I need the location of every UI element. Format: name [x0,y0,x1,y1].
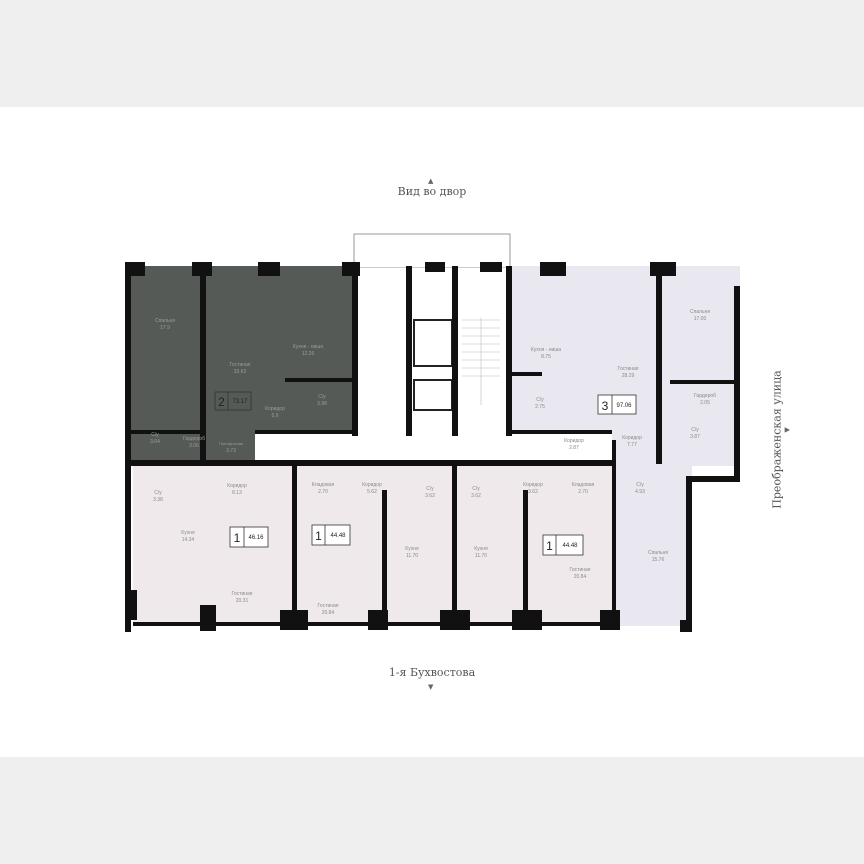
room-name: Гардероб [694,393,716,399]
room-area: 20.84 [574,574,587,580]
room-name: С/у [536,397,544,403]
room-name: Кухня [405,546,419,552]
room-name: Кухня - ниша [293,344,323,350]
room-area: 14.34 [182,537,195,543]
room-area: 3.06 [189,443,199,449]
apartment-1b-badge[interactable]: 1 44.48 [311,524,351,546]
apartment-area: 73.17 [232,399,248,405]
room-area: 33.63 [234,369,247,375]
room-area: 20.84 [322,610,335,616]
room-name: Гостиная [570,567,591,573]
room-area: 3.64 [150,439,160,445]
room-area: 3.73 [226,448,236,454]
room-name: Коридор [564,438,584,444]
room-area: 20.31 [236,598,249,604]
room-name: С/у [151,432,159,438]
room-area: 3.62 [471,493,481,499]
rooms-count: 1 [234,531,241,545]
room-name: С/у [318,394,326,400]
room-area: 3.62 [528,489,538,495]
apartment-2-badge[interactable]: 2 73.17 [214,391,252,411]
room-area: 8.75 [541,354,551,360]
apartment-3-bedroom-area[interactable] [612,466,692,626]
room-area: 2.87 [569,445,579,451]
arrow-up-icon: ▲ [428,177,434,185]
stairs [462,318,500,405]
room-area: 3.38 [153,497,163,503]
apartment-1c-area[interactable] [455,466,612,626]
room-area: 2.70 [318,489,328,495]
room-area: 12.26 [302,351,315,357]
room-name: Гостиная [232,591,253,597]
apartment-area: 46.16 [248,535,264,541]
room-area: 3.62 [425,493,435,499]
room-area: 4.93 [635,489,645,495]
room-name: Спальня [648,550,668,556]
room-name: Кухня [181,530,195,536]
apartment-1b-area[interactable] [295,466,455,626]
rooms-count: 1 [315,529,322,543]
apartment-3-badge[interactable]: 3 97.06 [597,394,637,415]
room-name: Спальня [155,318,175,324]
room-area: 7.77 [627,442,637,448]
room-name: Гостиная [618,366,639,372]
room-name: Коридор [362,482,382,488]
room-name: Спальня [690,309,710,315]
apartment-area: 44.48 [330,533,346,539]
walls [125,262,740,632]
room-name: Кладовая [572,482,595,488]
room-name: С/у [472,486,480,492]
room-area: 5.9 [272,413,279,419]
room-area: 28.29 [622,373,635,379]
room-area: 17.9 [160,325,170,331]
rooms-count: 2 [218,395,225,409]
room-area: 2.75 [535,404,545,410]
apartment-area: 97.06 [616,403,632,409]
apartment-1c-badge[interactable]: 1 44.48 [542,534,584,556]
room-name: Кухня [474,546,488,552]
direction-bottom-label: 1-я Бухвостова [388,666,476,679]
room-area: 15.76 [652,557,665,563]
room-name: Кухня - ниша [531,347,561,353]
apartment-area: 44.48 [562,543,578,549]
room-area: 3.98 [317,401,327,407]
rooms-count: 3 [602,399,609,413]
room-name: Гостиная [318,603,339,609]
room-name: С/у [426,486,434,492]
apartment-1a-badge[interactable]: 1 46.16 [229,526,269,548]
room-area: 3.87 [690,434,700,440]
room-name: Гардероб [183,436,205,442]
rooms-count: 1 [546,539,553,553]
room-area: 11.70 [406,553,418,559]
direction-top-label: Вид во двор [397,185,467,198]
room-name: Постирочная [219,441,243,446]
room-area: 17.00 [694,316,707,322]
room-name: Коридор [227,483,247,489]
room-name: Коридор [523,482,543,488]
arrow-down-icon: ▼ [428,683,434,691]
room-area: 5.62 [367,489,377,495]
room-name: С/у [154,490,162,496]
room-name: Кладовая [312,482,335,488]
room-area: 11.70 [475,553,487,559]
room-name: С/у [636,482,644,488]
room-name: С/у [691,427,699,433]
room-name: Коридор [622,435,642,441]
room-name: Гостиная [230,362,251,368]
room-name: Коридор [265,406,285,412]
room-area: 2.05 [700,400,710,406]
room-area: 2.70 [578,489,588,495]
room-area: 8.13 [232,490,242,496]
